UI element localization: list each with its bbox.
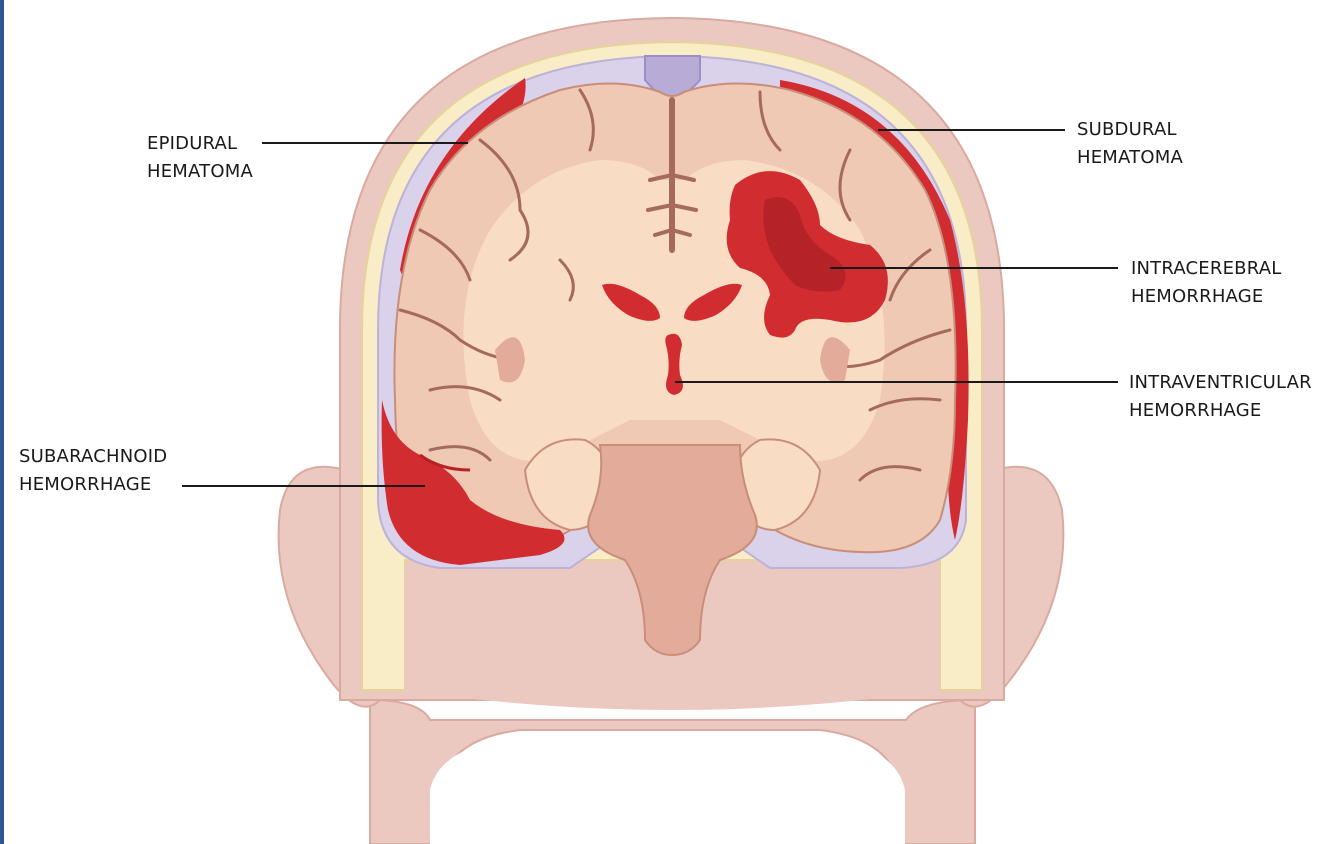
intraventricular-hemorrhage-label: INTRAVENTRICULAR HEMORRHAGE bbox=[1129, 369, 1312, 425]
intracerebral-label-line1: INTRACEREBRAL bbox=[1131, 255, 1281, 283]
subarachnoid-label-line1: SUBARACHNOID bbox=[19, 443, 167, 471]
neck-inner bbox=[430, 738, 905, 844]
subdural-hematoma-label: SUBDURAL HEMATOMA bbox=[1077, 116, 1183, 172]
intraventricular-label-line1: INTRAVENTRICULAR bbox=[1129, 369, 1312, 397]
epidural-label-line1: EPIDURAL bbox=[147, 130, 253, 158]
subarachnoid-label-line2: HEMORRHAGE bbox=[19, 471, 167, 499]
subdural-label-line1: SUBDURAL bbox=[1077, 116, 1183, 144]
intracerebral-label-line2: HEMORRHAGE bbox=[1131, 283, 1281, 311]
subarachnoid-hemorrhage-label: SUBARACHNOID HEMORRHAGE bbox=[19, 443, 167, 499]
epidural-hematoma-label: EPIDURAL HEMATOMA bbox=[147, 130, 253, 186]
epidural-label-line2: HEMATOMA bbox=[147, 158, 253, 186]
intraventricular-label-line2: HEMORRHAGE bbox=[1129, 397, 1312, 425]
intracerebral-hemorrhage-label: INTRACEREBRAL HEMORRHAGE bbox=[1131, 255, 1281, 311]
subdural-label-line2: HEMATOMA bbox=[1077, 144, 1183, 172]
